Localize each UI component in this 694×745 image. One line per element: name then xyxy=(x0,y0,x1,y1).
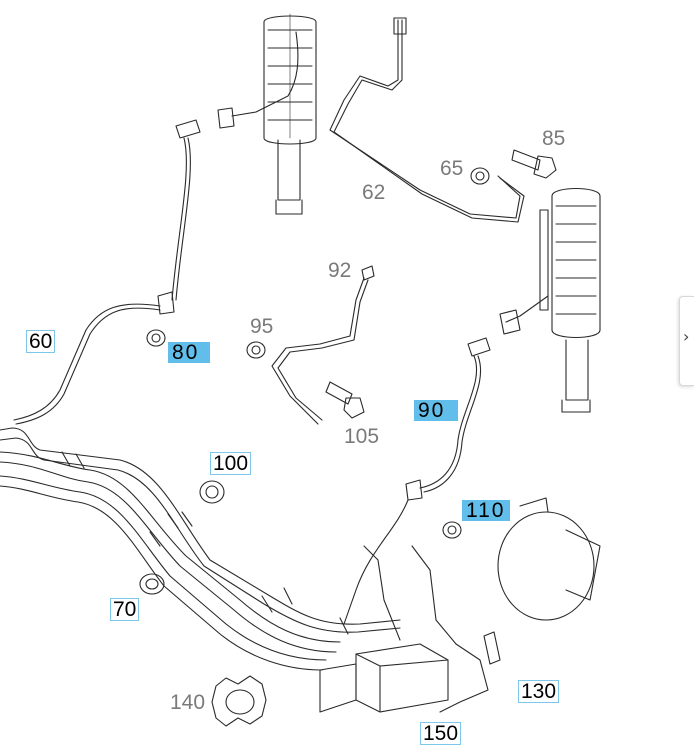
grommet-80 xyxy=(146,329,166,347)
callout-105: 105 xyxy=(344,425,380,448)
rear-strut-right xyxy=(499,188,601,413)
washer-95 xyxy=(246,341,266,359)
callout-70: 70 xyxy=(110,598,140,621)
callout-85: 85 xyxy=(542,127,566,150)
side-panel-expand-button[interactable]: › xyxy=(679,296,694,386)
washer-65 xyxy=(470,167,490,185)
callout-80: 80 xyxy=(168,342,210,363)
callout-150: 150 xyxy=(420,722,462,745)
callout-62: 62 xyxy=(362,181,386,204)
pressure-accumulator xyxy=(497,497,601,621)
pipe-62 xyxy=(329,17,525,223)
callout-100: 100 xyxy=(210,452,252,475)
grommet-110 xyxy=(442,521,462,539)
callout-140: 140 xyxy=(170,691,206,714)
pipe-90 xyxy=(343,337,491,625)
callout-90: 90 xyxy=(414,400,458,421)
callout-95: 95 xyxy=(250,315,274,338)
callout-65: 65 xyxy=(440,157,464,180)
callout-92: 92 xyxy=(328,259,352,282)
callout-60: 60 xyxy=(26,330,56,353)
front-strut-left xyxy=(217,13,317,215)
chevron-right-icon: › xyxy=(683,327,690,346)
pipe-92 xyxy=(271,265,375,425)
callout-130: 130 xyxy=(518,680,560,703)
valve-block xyxy=(319,545,501,713)
bolt-85 xyxy=(511,149,557,179)
main-line-bundle xyxy=(0,427,401,671)
bushing-140 xyxy=(211,675,267,727)
grommet-100 xyxy=(199,480,225,504)
bolt-105 xyxy=(325,381,365,419)
callout-110: 110 xyxy=(462,500,510,521)
pipe-60 xyxy=(13,119,201,425)
grommet-70 xyxy=(139,573,165,595)
